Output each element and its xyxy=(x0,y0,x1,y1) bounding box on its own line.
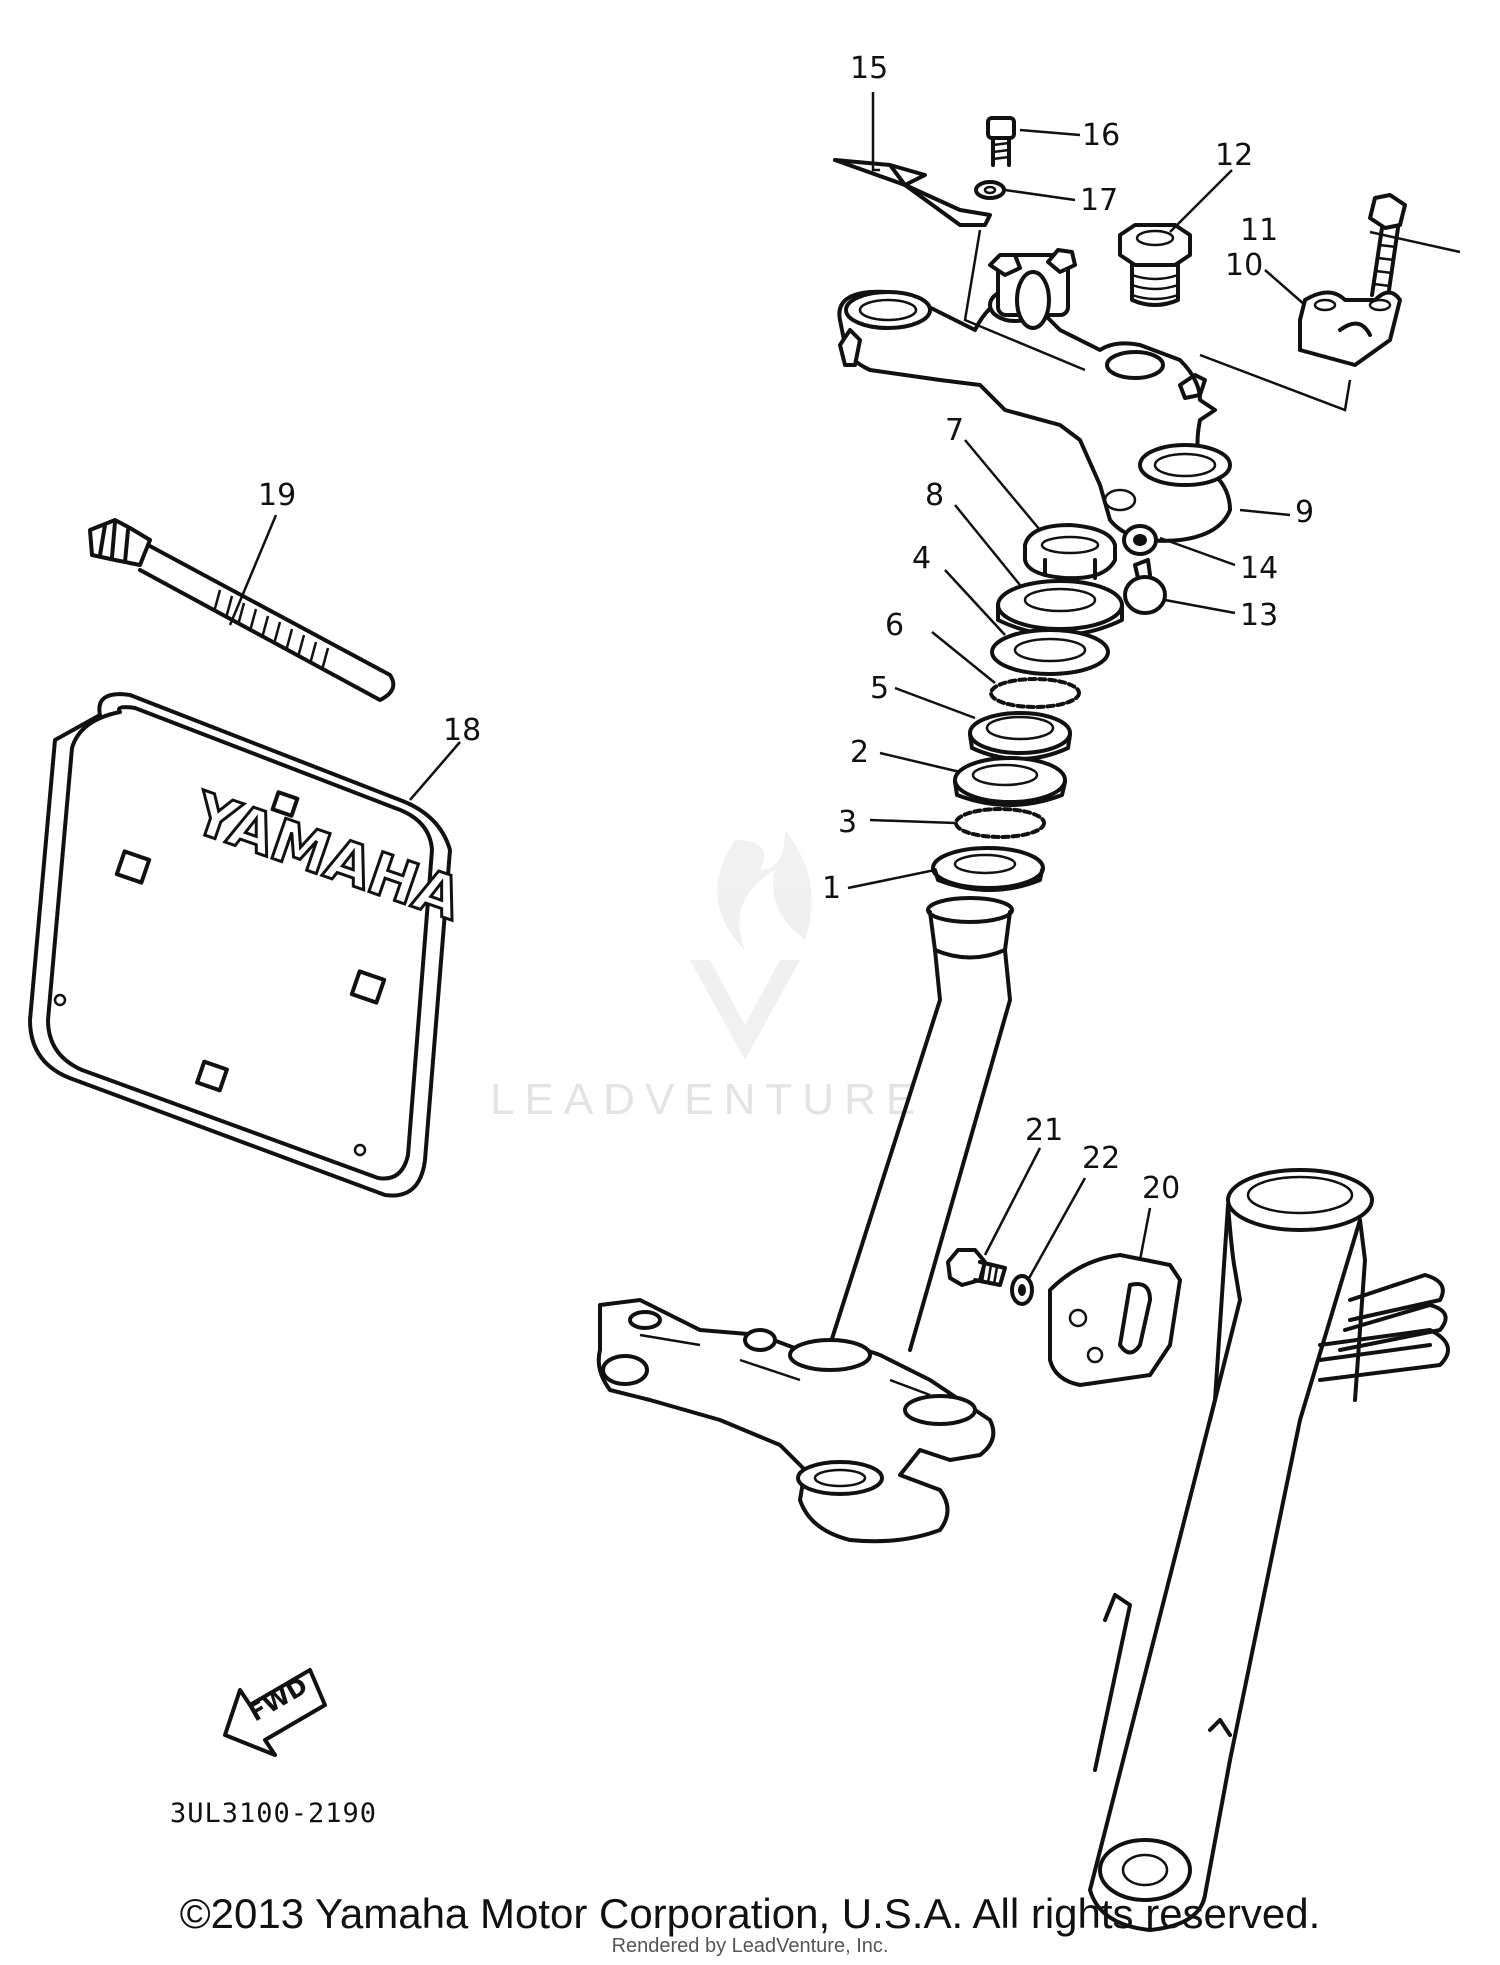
part-11-bolt[interactable] xyxy=(1368,193,1407,299)
rendered-by-credit: Rendered by LeadVenture, Inc. xyxy=(611,1935,889,1957)
part-13-bolt[interactable] xyxy=(1123,558,1167,615)
part-9-upper-bracket[interactable] xyxy=(837,248,1232,543)
copyright-notice: ©2013 Yamaha Motor Corporation, U.S.A. A… xyxy=(179,1890,1321,1937)
part-4-bearing-race[interactable] xyxy=(990,628,1110,676)
part-10-handlebar-holder[interactable] xyxy=(1298,290,1402,367)
callout-3: 3 xyxy=(838,805,857,840)
part-17-washer[interactable] xyxy=(974,180,1006,200)
part-21-bolt[interactable] xyxy=(946,1248,1007,1287)
callout-5: 5 xyxy=(870,671,889,706)
part-6-ball-bearing[interactable] xyxy=(989,677,1081,709)
callout-8: 8 xyxy=(925,478,944,513)
part-19-cable-tie[interactable] xyxy=(88,518,396,702)
callout-18: 18 xyxy=(443,713,481,748)
part-18-number-plate[interactable]: YAMAHA xyxy=(28,692,471,1198)
callout-16: 16 xyxy=(1082,118,1120,153)
part-16-bolt[interactable] xyxy=(986,116,1016,167)
part-8-bearing-cover[interactable] xyxy=(996,579,1124,637)
diagram-code: 3UL3100-2190 xyxy=(170,1798,378,1829)
part-7-ring-nut[interactable] xyxy=(1023,523,1117,581)
leadventure-watermark: LEADVENTURE xyxy=(490,1075,926,1124)
callout-21: 21 xyxy=(1025,1113,1063,1148)
front-fork-outer-tube xyxy=(1088,1168,1450,1932)
callout-15: 15 xyxy=(850,51,888,86)
leadventure-logo-icon xyxy=(690,830,812,1060)
part-1-dust-seal[interactable] xyxy=(931,846,1045,892)
part-20-bracket[interactable] xyxy=(1048,1253,1182,1387)
callout-10: 10 xyxy=(1225,248,1263,283)
callout-12: 12 xyxy=(1215,138,1253,173)
callout-1: 1 xyxy=(822,871,841,906)
forward-direction-arrow-icon: FWD xyxy=(223,1668,327,1757)
part-5-bearing-race[interactable] xyxy=(968,711,1072,761)
part-14-washer[interactable] xyxy=(1122,524,1158,556)
callout-7: 7 xyxy=(945,413,964,448)
callout-19: 19 xyxy=(258,478,296,513)
part-22-washer[interactable] xyxy=(1010,1274,1034,1306)
callout-leader-lines xyxy=(228,92,1461,1281)
callout-2: 2 xyxy=(850,735,869,770)
callout-numbers: 15 16 17 12 11 10 9 14 13 7 8 4 6 5 2 3 … xyxy=(258,51,1314,1206)
callout-11: 11 xyxy=(1240,213,1278,248)
callout-22: 22 xyxy=(1082,1141,1120,1176)
part-12-stem-nut[interactable] xyxy=(1118,223,1192,307)
part-15-bracket[interactable] xyxy=(833,158,992,227)
callout-20: 20 xyxy=(1142,1171,1180,1206)
callout-14: 14 xyxy=(1240,551,1278,586)
callout-9: 9 xyxy=(1295,495,1314,530)
part-3-ball-bearing[interactable] xyxy=(954,807,1046,839)
callout-6: 6 xyxy=(885,608,904,643)
callout-13: 13 xyxy=(1240,598,1278,633)
callout-4: 4 xyxy=(912,541,931,576)
part-2-bearing-race[interactable] xyxy=(953,756,1067,807)
steering-stem-lower-bracket xyxy=(596,896,1014,1544)
callout-17: 17 xyxy=(1080,183,1118,218)
